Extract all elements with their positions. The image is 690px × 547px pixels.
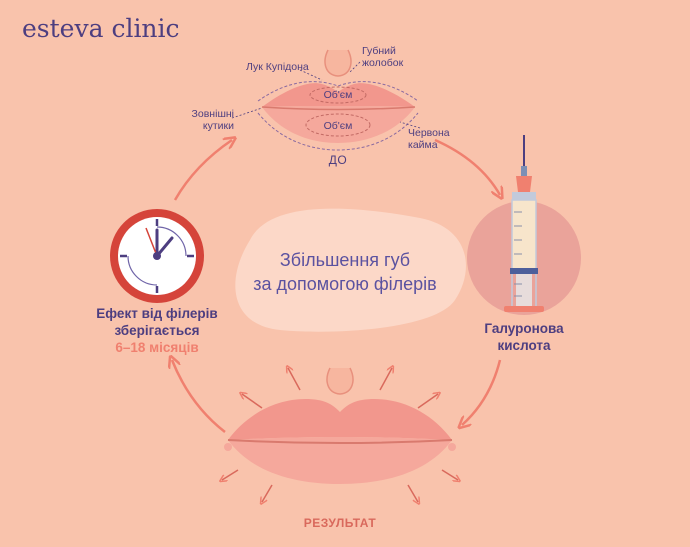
effect-duration: 6–18 місяців xyxy=(115,340,199,355)
title-line-1: Збільшення губ xyxy=(279,250,411,270)
hyaluronic-line-1: Галуронова xyxy=(484,321,564,336)
caption-result: РЕЗУЛЬТАТ xyxy=(303,516,377,530)
label-volume-lower: Об'єм xyxy=(323,120,353,132)
hyaluronic-line-2: кислота xyxy=(497,338,551,353)
label-volume-upper: Об'єм xyxy=(323,89,353,101)
expansion-arrows xyxy=(222,368,458,502)
page-title: Збільшення губ за допомогою філерів xyxy=(210,248,480,296)
effect-line-1: Ефект від філерів xyxy=(96,306,218,321)
arrow-syringe-to-result xyxy=(462,359,502,425)
clock-icon xyxy=(110,209,204,303)
effect-line-2: зберігається xyxy=(114,323,200,338)
title-line-2: за допомогою філерів xyxy=(253,274,437,294)
nose-before xyxy=(324,49,352,77)
arrow-before-to-syringe xyxy=(434,138,500,195)
label-vermilion: Червона кайма xyxy=(408,127,450,151)
center-blob xyxy=(235,208,466,332)
caption-before: ДО xyxy=(328,153,348,167)
arrow-result-to-effect xyxy=(172,360,226,433)
label-cupid-bow: Лук Купідона xyxy=(246,61,309,73)
syringe xyxy=(504,135,544,312)
label-outer-corners: Зовнішні кутики xyxy=(191,108,234,132)
nose-result xyxy=(326,367,354,395)
brand-logo: esteva clinic xyxy=(22,14,180,43)
effect-label: Ефект від філерів зберігається 6–18 міся… xyxy=(72,305,242,356)
lips-before xyxy=(257,81,419,151)
hyaluronic-label: Галуронова кислота xyxy=(464,320,584,354)
lips-result xyxy=(224,399,456,484)
label-philtrum: Губний жолобок xyxy=(362,45,404,69)
arrow-effect-to-before xyxy=(173,140,232,201)
